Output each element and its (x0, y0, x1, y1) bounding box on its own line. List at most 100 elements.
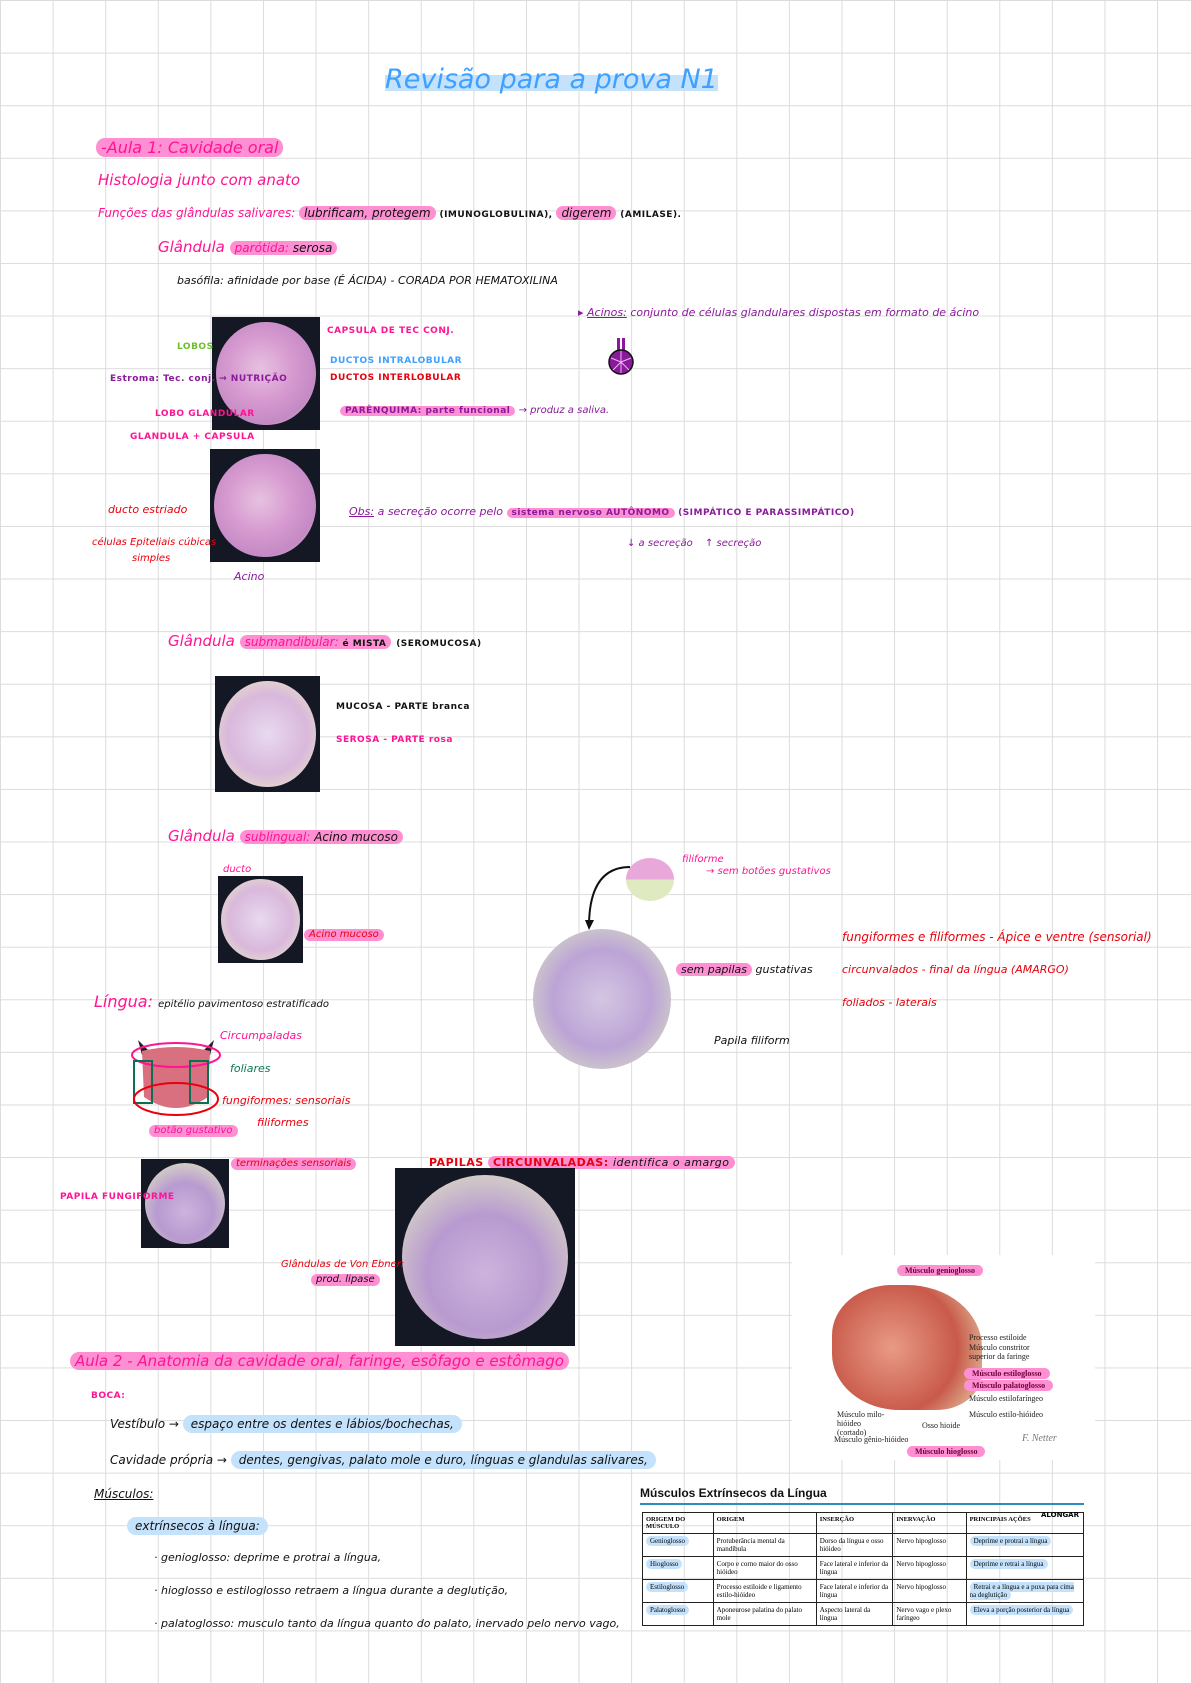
obs-down: ↓ a secreção (627, 538, 693, 549)
parotida-heading: Glândula parótida: serosa (158, 238, 338, 256)
label-filiforme: filiforme (682, 854, 724, 865)
label-parenquima: PARÊNQUIMA: parte funcional → produz a s… (340, 405, 609, 417)
label-celulas: células Epiteliais cúbicas (92, 537, 217, 548)
vestibulo-line: Vestíbulo → espaço entre os dentes e láb… (110, 1415, 462, 1433)
page-title: Revisão para a prova N1 (385, 64, 718, 97)
label-lobo-glandular: LOBO GLANDULAR (155, 409, 255, 419)
sublingual-micrograph (218, 876, 303, 963)
cavidade-line: Cavidade própria → dentes, gengivas, pal… (110, 1451, 656, 1469)
acinos-note: ▸ Acinos: conjunto de células glandulare… (578, 306, 980, 319)
funcoes-hl1: lubrificam, protegem (299, 206, 436, 220)
label-serosa: SEROSA - PARTE rosa (336, 735, 453, 745)
table-rule (640, 1503, 1084, 1505)
musculo-item-2: · palatoglosso: musculo tanto da língua … (154, 1617, 620, 1630)
label-fungiformes: fungiformes: sensoriais (222, 1094, 351, 1107)
note-papilas-1: circunvalados - final da língua (AMARGO) (842, 963, 1069, 976)
circumvallate-micrograph (395, 1168, 575, 1346)
tongue-muscles-figure: Músculo genioglosso Processo estiloide M… (792, 1255, 1095, 1460)
table-title: Músculos Extrínsecos da Língua (640, 1486, 827, 1500)
circunvaladas-heading: PAPILAS CIRCUNVALADAS: identifica o amar… (429, 1156, 735, 1169)
label-circumpaladas: Circumpaladas (220, 1029, 302, 1042)
muscle-illustration (832, 1285, 982, 1410)
filiform-thumb (626, 858, 674, 901)
label-ducto-estriado: ducto estriado (108, 503, 188, 516)
submandibular-micrograph (215, 676, 320, 792)
obs-note: Obs: a secreção ocorre pelo sistema nerv… (349, 505, 855, 518)
label-processo: Processo estiloide (969, 1333, 1027, 1342)
funcoes-p2: (AMILASE). (620, 210, 682, 220)
th: INSERÇÃO (815, 1512, 894, 1534)
sublingual-heading: Glândula sublingual: Acino mucoso (168, 827, 403, 845)
label-palatoglosso: Músculo palatoglosso (964, 1380, 1054, 1391)
th: INERVAÇÃO (892, 1512, 967, 1534)
funcoes-label: Funções das glândulas salivares: (98, 206, 296, 220)
acinar-micrograph (210, 449, 320, 562)
label-estilofaringeo: Músculo estilofaríngeo (969, 1394, 1043, 1403)
label-capsula: CAPSULA DE TEC CONJ. (327, 326, 455, 336)
intrinsecos-label: extrínsecos à língua: (127, 1517, 268, 1536)
label-genio: Músculo gênio-hióideo (834, 1435, 909, 1444)
label-filiformes: filiformes (257, 1116, 309, 1129)
funcoes-p1: (IMUNOGLOBULINA), (439, 210, 553, 220)
label-sem-papilas: sem papilas gustativas (676, 963, 813, 976)
musculo-item-0: · genioglosso: deprime e protrai a língu… (154, 1551, 382, 1564)
label-sem-botoes: → sem botões gustativos (706, 866, 831, 877)
label-milo: Músculo milo-hióideo (cortado) (837, 1410, 885, 1437)
acino-icon (607, 338, 635, 376)
label-estroma: Estroma: Tec. conj. → NUTRIÇÃO (110, 374, 288, 384)
aula2-heading: Aula 2 - Anatomia da cavidade oral, fari… (70, 1352, 569, 1370)
label-lobos: LOBOS (177, 342, 214, 352)
label-acino-mucoso: Acino mucoso (304, 929, 384, 941)
musculos-label: Músculos: (94, 1487, 154, 1501)
label-osso: Osso hioide (922, 1421, 960, 1430)
label-von-ebner: Glândulas de Von Ebner: (281, 1259, 405, 1270)
label-lipase: prod. lipase (311, 1274, 380, 1286)
label-botao-gustativo: botão gustativo (149, 1125, 238, 1137)
fungiform-micrograph (141, 1159, 229, 1248)
annotation-alongar: ALONGAR (1041, 1511, 1079, 1519)
netter-signature: F. Netter (1022, 1433, 1057, 1444)
curved-arrow-icon (585, 862, 635, 932)
aula1-heading: -Aula 1: Cavidade oral (96, 138, 284, 158)
label-constritor: Músculo constritor superior da faringe (969, 1343, 1030, 1361)
funcoes-hl2: digerem (556, 206, 617, 220)
label-hioglosso: Músculo hioglosso (907, 1446, 986, 1457)
label-glandula-capsula: GLANDULA + CAPSULA (130, 432, 255, 442)
aula1-subtitle: Histologia junto com anato (98, 171, 301, 189)
label-ductos-intra: DUCTOS INTRALOBULAR (330, 356, 463, 366)
tongue-diagram (130, 1035, 222, 1121)
label-ducto: ducto (223, 864, 252, 875)
obs-up: ↑ secreção (705, 538, 762, 549)
th: ORIGEM DO MÚSCULO (642, 1512, 714, 1534)
label-papila-fungiforme: PAPILA FUNGIFORME (60, 1192, 175, 1202)
label-genioglosso: Músculo genioglosso (897, 1265, 984, 1276)
lingua-heading: Língua: epitélio pavimentoso estratifica… (94, 992, 330, 1011)
note-papilas-0: fungiformes e filiformes - Ápice e ventr… (842, 930, 1152, 944)
label-foliares: foliares (230, 1062, 271, 1075)
label-estiloglosso: Músculo estiloglosso (964, 1368, 1050, 1379)
label-estilohioideo: Músculo estilo-hióideo (969, 1410, 1043, 1419)
parotid-micrograph (212, 317, 320, 430)
note-papilas-2: foliados - laterais (842, 996, 937, 1009)
papilla-micrograph (533, 929, 671, 1069)
label-ductos-inter: DUCTOS INTERLOBULAR (330, 373, 462, 383)
label-papila-filiform: Papila filiform (714, 1034, 790, 1047)
boca-label: BOCA: (91, 1391, 126, 1401)
label-celulas2: simples (132, 553, 171, 564)
funcoes-line: Funções das glândulas salivares: lubrifi… (98, 206, 681, 221)
parotida-hl: parótida: serosa (229, 241, 338, 255)
th: ORIGEM (712, 1512, 817, 1534)
label-mucosa: MUCOSA - PARTE branca (336, 702, 470, 712)
musculo-item-1: · hioglosso e estiloglosso retraem a lín… (154, 1584, 509, 1597)
label-terminacoes: terminações sensoriais (231, 1158, 357, 1170)
submandibular-heading: Glândula submandibular: é MISTA (SEROMUC… (168, 632, 482, 650)
label-acino: Acino (234, 570, 265, 583)
parotida-label: Glândula (158, 238, 225, 256)
